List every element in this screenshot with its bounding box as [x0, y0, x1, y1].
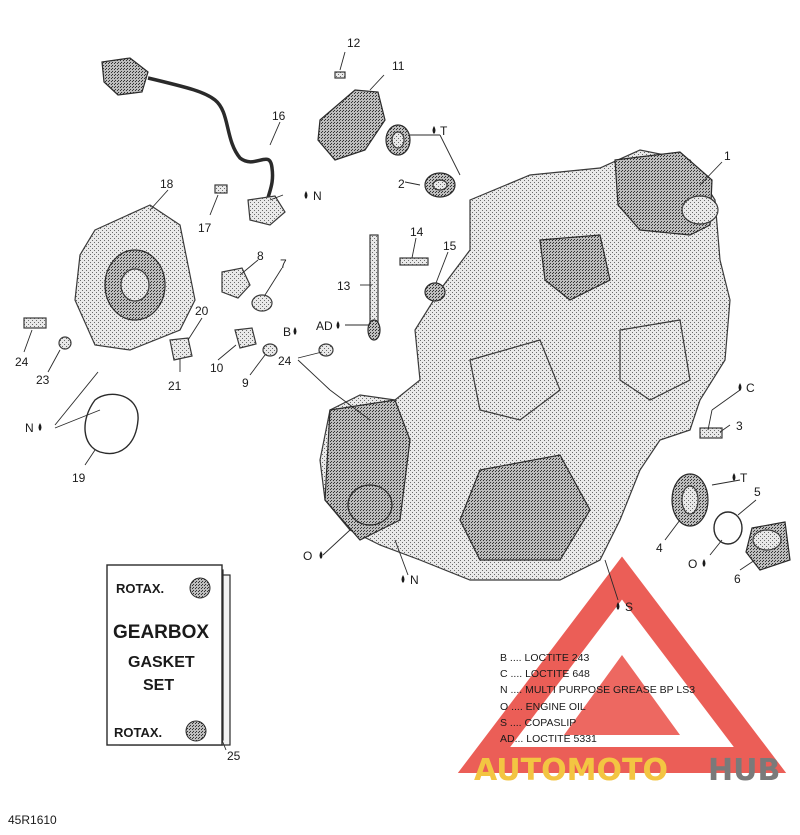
- small-hardware-left: [23, 184, 446, 361]
- legend-line-o: O .... ENGINE OIL: [500, 701, 586, 713]
- callout-10: 10: [210, 361, 224, 375]
- speed-sensor-with-wire: [101, 57, 286, 226]
- callout-18: 18: [160, 177, 174, 191]
- watermark-logo: [457, 556, 787, 773]
- drop-icon: [304, 191, 308, 199]
- callout-6: 6: [734, 572, 741, 586]
- callout-4: 4: [656, 541, 663, 555]
- right-side-parts: [671, 427, 791, 571]
- drop-icon: [401, 575, 405, 583]
- watermark-text: AUTOMOTO HUB: [474, 753, 780, 788]
- callout-7: 7: [280, 257, 287, 271]
- dipstick-assembly: [367, 234, 381, 341]
- mark-s: S: [625, 600, 633, 614]
- callout-13: 13: [337, 279, 351, 293]
- callout-3: 3: [736, 419, 743, 433]
- callout-12: 12: [347, 36, 361, 50]
- kit-brand-top: ROTAX.: [116, 581, 164, 596]
- gasket: [84, 393, 139, 455]
- mark-n-top: N: [313, 189, 322, 203]
- callout-5: 5: [754, 485, 761, 499]
- application-marks: T N AD B C T N O O N S: [25, 124, 755, 614]
- callout-20: 20: [195, 304, 209, 318]
- drop-icon: [702, 559, 706, 567]
- drop-icon: [432, 126, 436, 134]
- legend-line-n: N .... MULTI PURPOSE GREASE BP LS3: [500, 684, 695, 696]
- mark-t-right: T: [740, 471, 748, 485]
- callout-24-center: 24: [278, 354, 292, 368]
- oil-seal-and-bearing: [385, 124, 456, 198]
- drop-icon: [732, 473, 736, 481]
- callout-2: 2: [398, 177, 405, 191]
- watermark-part-2: HUB: [708, 753, 780, 788]
- callout-9: 9: [242, 376, 249, 390]
- callout-19: 19: [72, 471, 86, 485]
- callout-21: 21: [168, 379, 182, 393]
- callout-15: 15: [443, 239, 457, 253]
- mark-c: C: [746, 381, 755, 395]
- mark-t-top: T: [440, 124, 448, 138]
- drop-icon: [319, 551, 323, 559]
- drop-icon: [38, 423, 42, 431]
- gearbox-housing: [319, 149, 731, 581]
- callout-1: 1: [724, 149, 731, 163]
- callout-17: 17: [198, 221, 212, 235]
- mark-o-right: O: [688, 557, 697, 571]
- gear-position-sensor-cover: [74, 204, 196, 351]
- legend-line-c: C .... LOCTITE 648: [500, 668, 590, 680]
- drop-icon: [336, 321, 340, 329]
- kit-line-3: SET: [143, 677, 174, 694]
- rotax-logo-icon: [189, 577, 211, 599]
- rotax-logo-icon: [185, 720, 207, 742]
- legend-line-s: S .... COPASLIP: [500, 717, 576, 729]
- kit-line-2: GASKET: [128, 654, 195, 671]
- legend: B .... LOCTITE 243 C .... LOCTITE 648 N …: [500, 652, 695, 745]
- gasket-kit-box: ROTAX. GEARBOX GASKET SET ROTAX.: [106, 564, 231, 751]
- mark-o-left: O: [303, 549, 312, 563]
- watermark-triangle: [457, 556, 787, 773]
- leader-lines: [23, 51, 757, 601]
- mark-n-left: N: [25, 421, 34, 435]
- drop-icon: [738, 383, 742, 391]
- legend-line-b: B .... LOCTITE 243: [500, 652, 589, 664]
- callout-23: 23: [36, 373, 50, 387]
- callout-25: 25: [227, 749, 241, 763]
- callout-16: 16: [272, 109, 286, 123]
- callout-14: 14: [410, 225, 424, 239]
- mark-b: B: [283, 325, 291, 339]
- diagram-reference: 45R1610: [8, 813, 57, 827]
- drop-icon: [616, 602, 620, 610]
- kit-line-1: GEARBOX: [113, 622, 209, 643]
- callout-11: 11: [392, 59, 405, 73]
- callout-numbers: 1 2 3 4 5 6 7 8 9 10 11 12 13 14 15 16 1…: [15, 36, 761, 763]
- callout-24-left: 24: [15, 355, 29, 369]
- mark-ad: AD: [316, 319, 333, 333]
- watermark-triangle-inner: [564, 655, 680, 735]
- legend-line-ad: AD... LOCTITE 5331: [500, 733, 597, 745]
- drop-icon: [293, 327, 297, 335]
- kit-brand-bottom: ROTAX.: [114, 725, 162, 740]
- output-speed-sensor: [317, 71, 386, 161]
- mark-n-bottom: N: [410, 573, 419, 587]
- callout-8: 8: [257, 249, 264, 263]
- watermark-part-1: AUTOMOTO: [474, 753, 668, 788]
